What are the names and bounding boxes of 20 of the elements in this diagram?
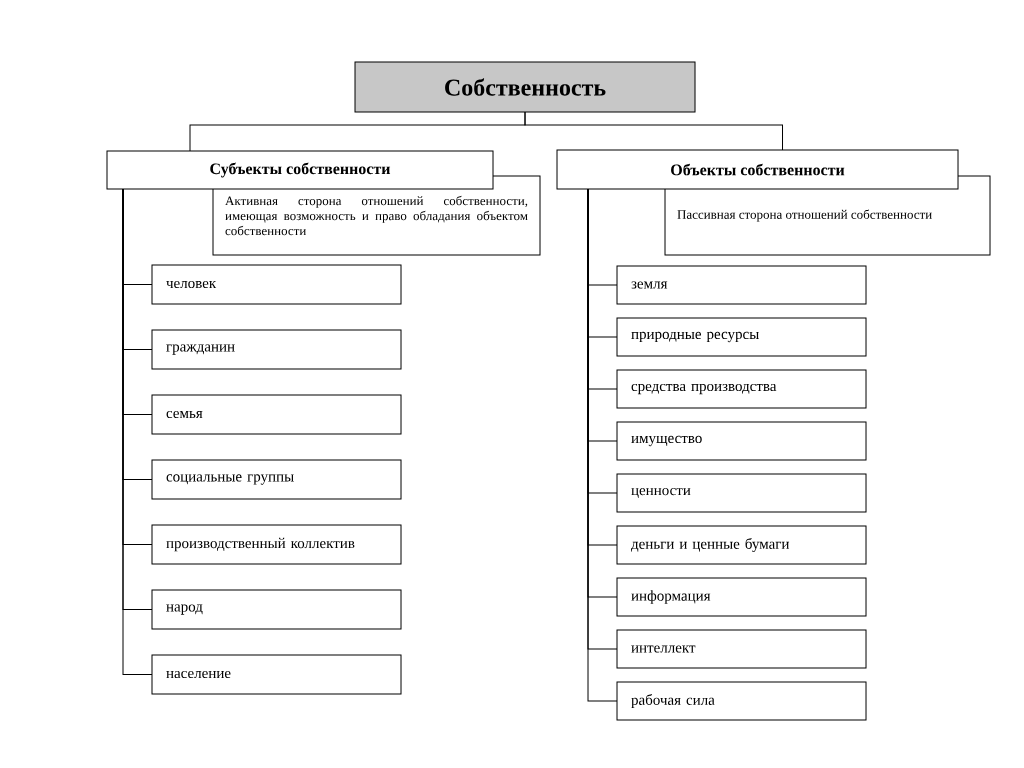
- item-box: средства производства: [616, 369, 867, 409]
- item-box: производственный коллектив: [151, 524, 402, 565]
- category-box: Объекты собственности: [556, 149, 959, 190]
- item-box: информация: [616, 577, 867, 617]
- item-box: население: [151, 654, 402, 695]
- connector-line: [524, 111, 783, 151]
- item-box: ценности: [616, 473, 867, 513]
- item-box: семья: [151, 394, 402, 435]
- item-box: человек: [151, 264, 402, 305]
- item-box: имущество: [616, 421, 867, 461]
- item-box: деньги и ценные бумаги: [616, 525, 867, 565]
- item-box: гражданин: [151, 329, 402, 370]
- item-box: народ: [151, 589, 402, 630]
- item-box: рабочая сила: [616, 681, 867, 721]
- category-box: Субъекты собственности: [106, 150, 494, 190]
- item-box: природные ресурсы: [616, 317, 867, 357]
- item-box: земля: [616, 265, 867, 305]
- title-box: Собственность: [354, 61, 696, 113]
- item-box: интеллект: [616, 629, 867, 669]
- item-box: социальные группы: [151, 459, 402, 500]
